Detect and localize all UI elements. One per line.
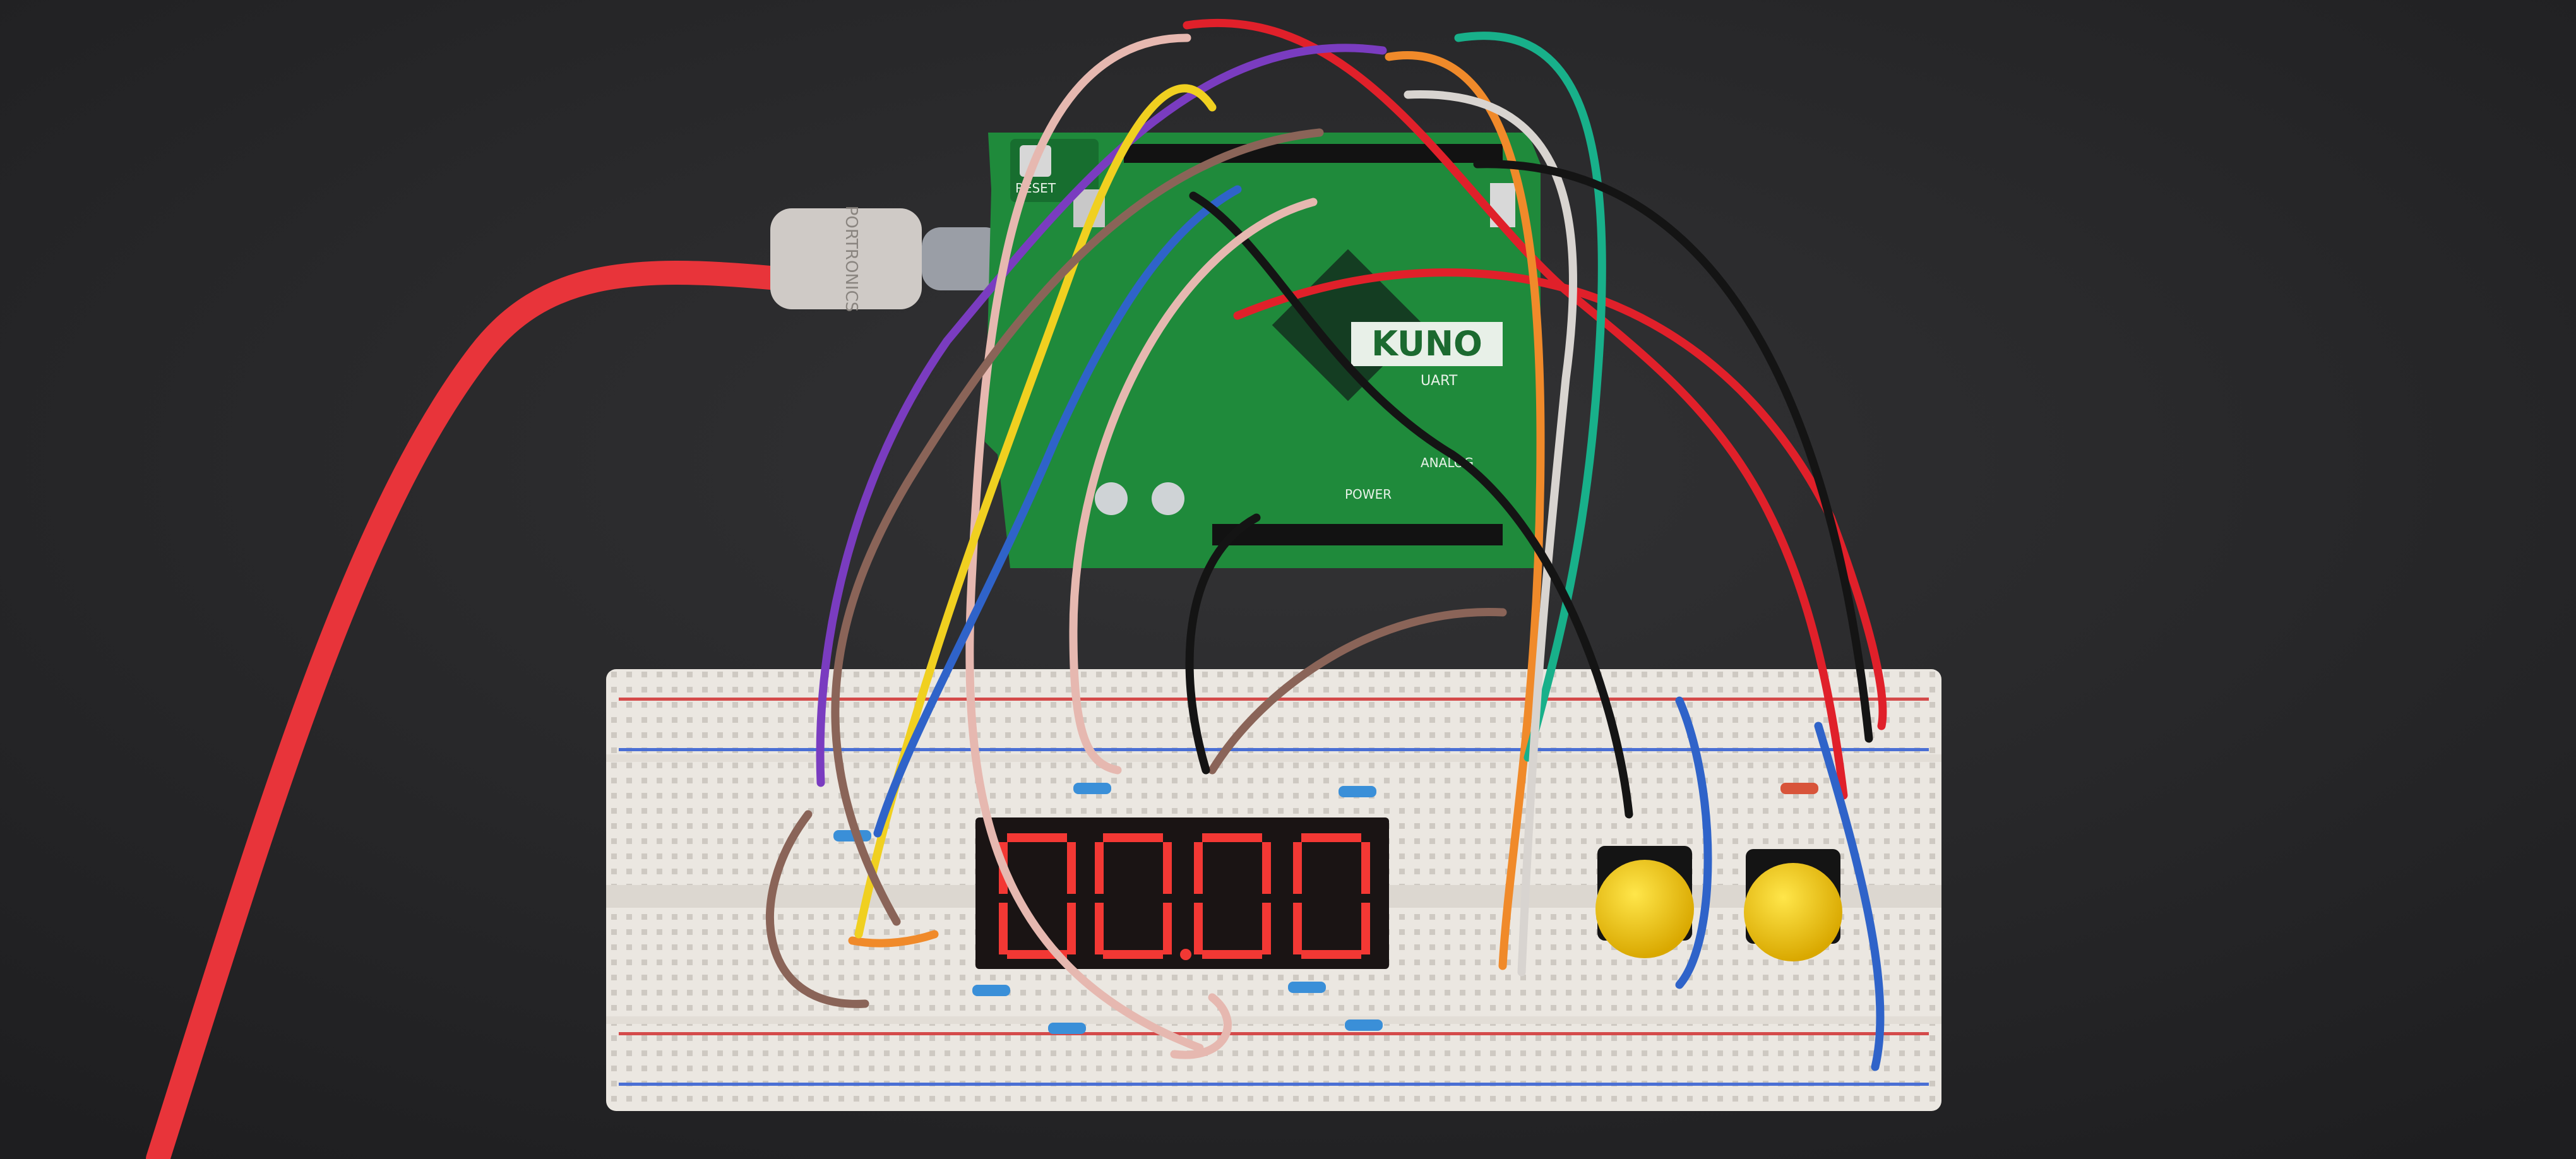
power-label: POWER [1345,487,1392,502]
jumper-wires [766,18,1887,1071]
resistor [1288,982,1326,993]
header-row-bottom [1212,524,1503,545]
uart-label: UART [1421,373,1458,389]
wire-purple [816,44,1387,787]
board-brand: KUNO [1371,324,1482,364]
usb-cable [146,261,782,1159]
wire-blue [1675,696,1712,989]
wire-brown [1208,607,1507,775]
brand-plate [1351,322,1503,366]
resistor [1048,1023,1086,1034]
resistor [1345,1019,1383,1031]
wire-white [1404,90,1577,977]
usb-plug-body [770,208,922,309]
wire-pink [1170,993,1232,1059]
resistor [1780,783,1818,794]
resistor [972,985,1010,996]
wire-black [1189,191,1633,819]
resistor [1339,786,1376,797]
wire-white [965,33,1204,1052]
wire-pink [1069,198,1318,775]
wire-orange [848,930,939,948]
resistor [1073,783,1111,794]
wire-orange [1385,51,1545,970]
usb-c-connector [922,227,1004,290]
wire-black [1185,513,1261,775]
wire-red [1233,268,1887,730]
resistors [833,783,1818,1034]
push-button-left[interactable] [1595,846,1694,958]
microcontroller-board: RESET KUNO UART POWER ANALOG [985,133,1541,568]
wire-teal [1454,32,1606,762]
wire-brown [766,810,869,1008]
wire-brown [831,128,1324,926]
wire-black [1473,160,1873,743]
push-button-right[interactable] [1744,849,1842,961]
wire-blue [1814,722,1885,1071]
seven-segment-display [975,817,1389,969]
wire-yellow [854,84,1217,939]
cable-brand-label: PORTRONICS [842,206,861,312]
wire-blue [873,185,1242,838]
